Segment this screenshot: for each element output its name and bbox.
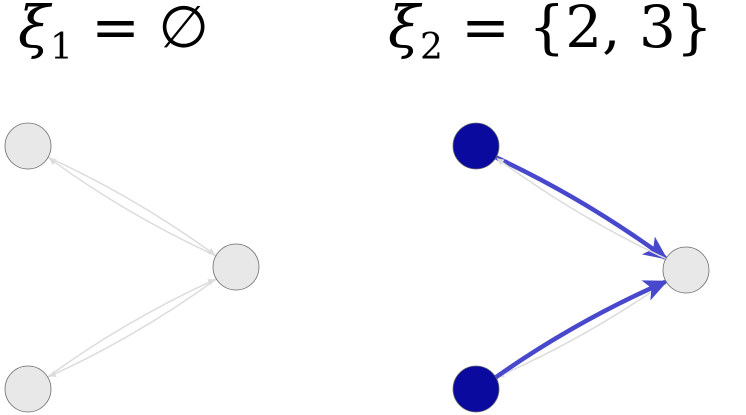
panel-1-edge-bottom-to-middle xyxy=(43,278,216,381)
xi-subscript: 1 xyxy=(49,27,73,68)
panel-1-edge-middle-to-top xyxy=(48,157,221,259)
panel-1-edge-middle-to-bottom xyxy=(48,275,221,378)
xi-symbol: ξ xyxy=(388,0,420,61)
panel-2-label: ξ2 = {2, 3} xyxy=(388,0,713,66)
set-relation: = {2, 3} xyxy=(461,0,713,61)
panel-1-edge-top-to-middle xyxy=(43,154,216,256)
panel-2-edge-middle-to-top xyxy=(496,157,671,262)
panel-2-node-bottom xyxy=(452,365,500,413)
panel-1-label: ξ1 = ∅ xyxy=(18,0,209,66)
xi-symbol: ξ xyxy=(18,0,50,61)
set-relation: = ∅ xyxy=(91,0,209,61)
panel-2-arrowhead-top-to-middle xyxy=(641,236,668,260)
panel-2-edge-middle-to-bottom xyxy=(497,278,671,378)
panel-2-node-top xyxy=(452,122,500,170)
panel-1-node-bottom xyxy=(4,365,52,413)
xi-subscript: 2 xyxy=(419,27,443,68)
panel-2-edge-bottom-to-middle xyxy=(490,280,667,382)
panel-2-edge-top-to-middle xyxy=(490,153,667,260)
panel-2-arrowhead-bottom-to-middle xyxy=(641,280,668,301)
panel-2-node-middle xyxy=(662,246,710,294)
panel-1-node-top xyxy=(4,122,52,170)
panel-1-node-middle xyxy=(212,243,260,291)
